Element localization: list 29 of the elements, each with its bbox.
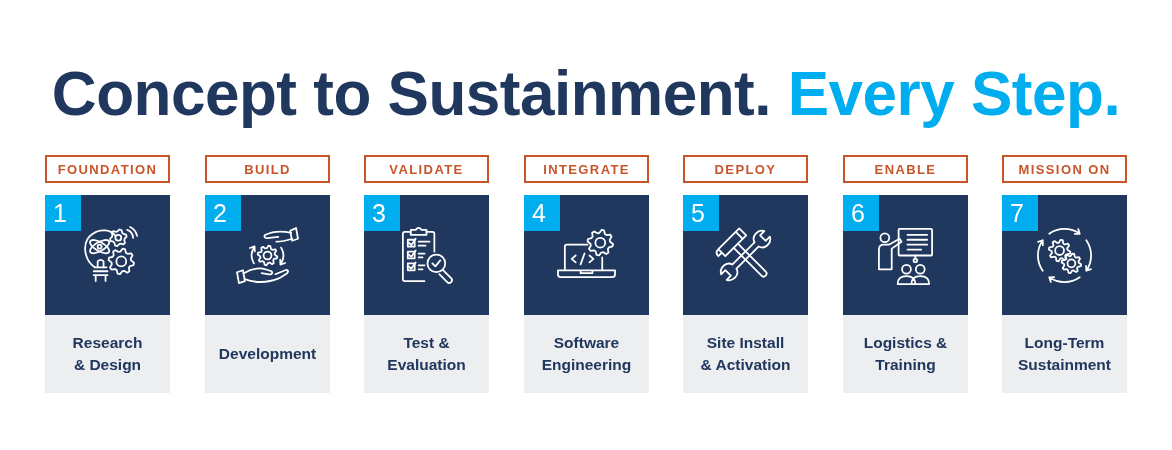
step-card xyxy=(45,195,170,393)
step-card xyxy=(683,195,808,393)
step-card xyxy=(1002,195,1127,393)
step-number: 5 xyxy=(683,195,719,231)
step-number: 1 xyxy=(45,195,81,231)
step-title: Logistics & Training xyxy=(862,333,949,375)
step-title: Research & Design xyxy=(71,333,144,375)
step-number: 3 xyxy=(364,195,400,231)
step-title: Site Install & Activation xyxy=(699,333,792,375)
step-number: 7 xyxy=(1002,195,1038,231)
step-card xyxy=(524,195,649,393)
phase-tag: DEPLOY xyxy=(683,155,808,183)
phase-tag: VALIDATE xyxy=(364,155,489,183)
phase-tag: MISSION ON xyxy=(1002,155,1127,183)
step-card xyxy=(843,195,968,393)
step-card xyxy=(364,195,489,393)
phase-tag: ENABLE xyxy=(843,155,968,183)
step-title: Test & Evaluation xyxy=(386,333,467,375)
step-card xyxy=(205,195,330,393)
title: Concept to Sustainment. Every Step. xyxy=(51,57,1121,130)
step-title: Software Engineering xyxy=(540,333,633,375)
step-number: 4 xyxy=(524,195,560,231)
step-title: Development xyxy=(218,344,317,364)
phase-tag: BUILD xyxy=(205,155,330,183)
step-number: 6 xyxy=(843,195,879,231)
step-title: Long-Term Sustainment xyxy=(1017,333,1112,375)
phase-tag: INTEGRATE xyxy=(524,155,649,183)
step-number: 2 xyxy=(205,195,241,231)
phase-tag: FOUNDATION xyxy=(45,155,170,183)
